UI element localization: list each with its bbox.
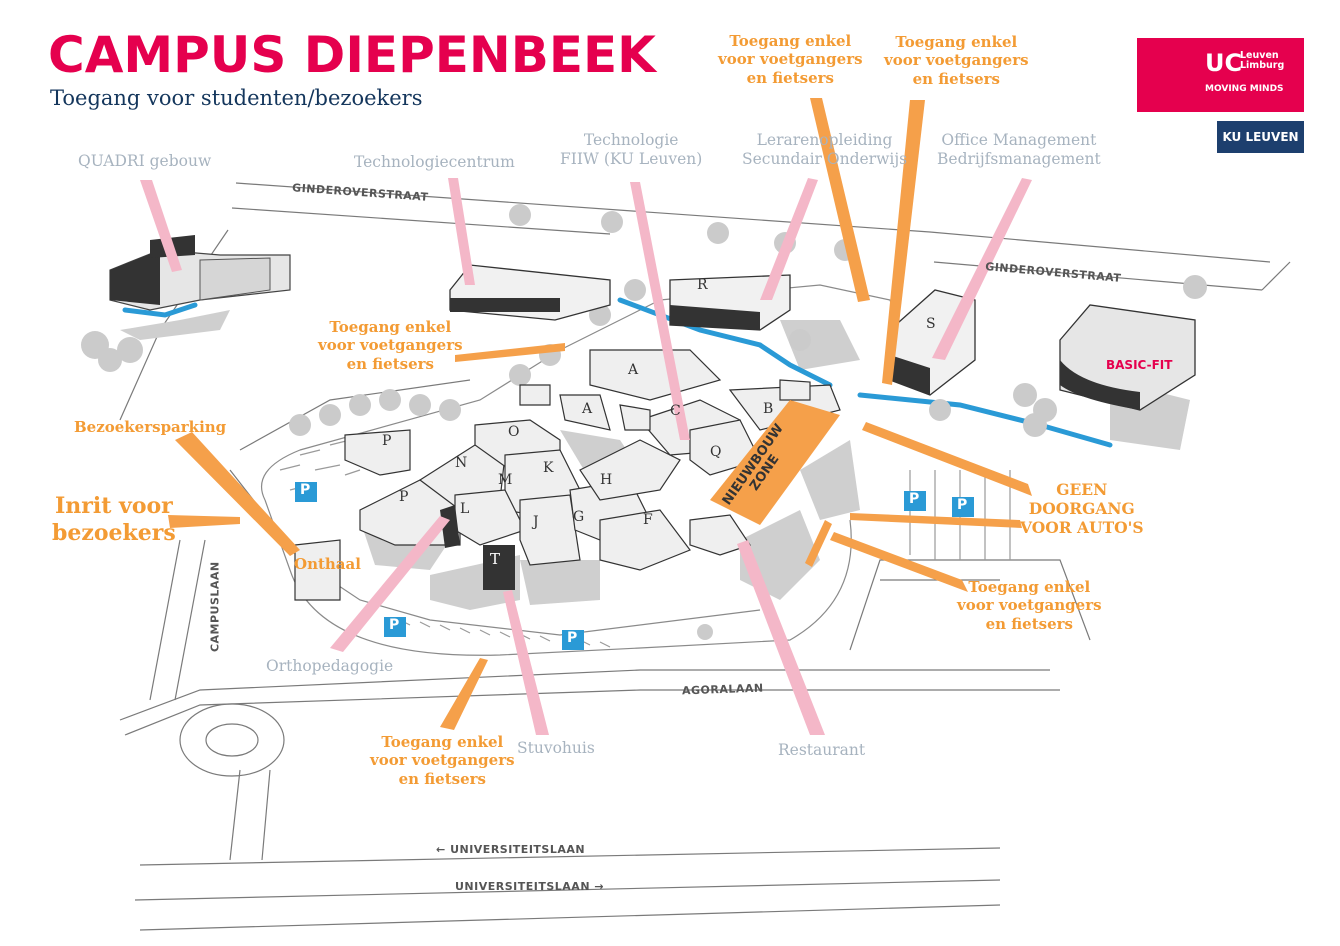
parking-signs [295,482,974,650]
label-leaders-pink [140,178,1032,735]
bldg-A1: A [628,362,639,378]
bldg-M: M [498,472,513,488]
bldg-C: C [670,403,681,419]
logo-tagline: MOVING MINDS [1205,84,1284,94]
ku-leuven-logo: KU LEUVEN [1217,121,1304,153]
bldg-J: J [533,514,539,530]
road-universiteitslaan-north: ← UNIVERSITEITSLAAN [436,843,586,856]
nieuwbouw-zone [710,400,840,525]
label-quadri: QUADRI gebouw [78,152,212,170]
bldg-O: O [508,424,520,440]
building-R [669,274,791,331]
page-title: CAMPUS DIEPENBEEK [48,26,656,84]
road-agoralaan: AGORALAAN [681,681,764,698]
bldg-R: R [697,277,708,293]
bldg-F: F [643,512,653,528]
building-T [483,545,515,590]
bldg-H: H [600,472,613,488]
road-universiteitslaan-south: UNIVERSITEITSLAAN → [455,880,605,893]
parking-sign-1: P [300,482,311,498]
bldg-P1: P [382,433,392,449]
label-technologiecentrum: Technologiecentrum [354,153,515,171]
parking-sign-3: P [567,630,578,646]
label-leaders-orange [168,98,1032,730]
label-orthopedagogie: Orthopedagogie [266,657,394,675]
bldg-S: S [926,316,936,332]
label-onthaal: Onthaal [294,555,361,573]
bldg-K: K [543,460,554,476]
page-subtitle: Toegang voor studenten/bezoekers [50,86,423,110]
bldg-A2: A [582,401,593,417]
bldg-P2: P [399,489,409,505]
label-restaurant: Restaurant [778,741,866,759]
roundabout [179,703,285,777]
bldg-B: B [763,401,774,417]
logo-uc: UC [1205,49,1243,77]
bldg-Q: Q [710,444,722,460]
parking-sign-4: P [909,491,920,507]
parking-sign-2: P [389,617,400,633]
road-campuslaan: CAMPUSLAAN [208,561,222,653]
building-L-dark [440,505,460,548]
parking-sign-5: P [957,497,968,513]
building-quadri [109,235,291,311]
bldg-G: G [573,509,585,525]
bldg-T: T [490,550,501,568]
bldg-N: N [455,455,468,471]
bldg-basicfit: BASIC-FIT [1106,358,1173,372]
label-stuvohuis: Stuvohuis [517,739,595,757]
bldg-L: L [460,501,470,517]
building-technologiecentrum [449,264,611,321]
building-basicfit [1059,304,1196,411]
label-bezoekersparking: Bezoekersparking [74,418,227,436]
